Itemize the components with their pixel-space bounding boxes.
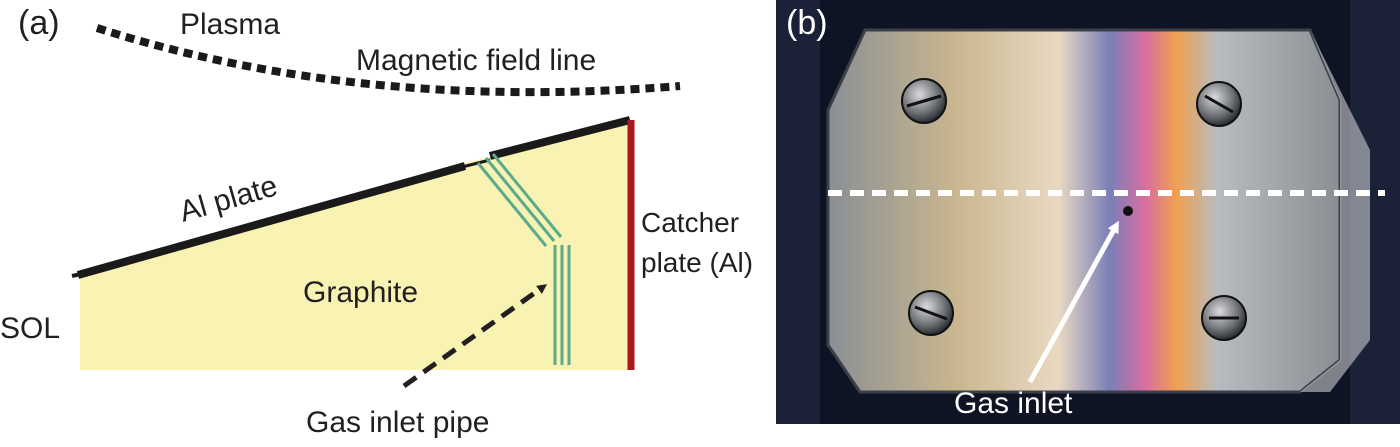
gas-inlet-hole — [1123, 206, 1133, 216]
catcher-label-line1: Catcher — [641, 207, 739, 238]
screw-top-right — [1196, 81, 1242, 127]
screw-bottom-right — [1201, 295, 1247, 341]
graphite-body — [80, 120, 630, 370]
al-plate-upper — [489, 116, 631, 160]
panel-a-label: (a) — [18, 4, 60, 42]
screw-top-left — [901, 78, 947, 124]
magnetic-field-line — [95, 24, 681, 97]
panel-a: (a) Plasma Magnetic field line Al plate … — [0, 4, 753, 439]
al-plate — [76, 162, 467, 279]
graphite-label: Graphite — [303, 276, 418, 309]
gas-inlet-pipe-label: Gas inlet pipe — [306, 406, 489, 439]
metal-plate-bevel-right — [1300, 30, 1370, 392]
al-plate-step — [461, 158, 491, 169]
pipe-pointer-arrow — [402, 284, 548, 389]
plasma-label: Plasma — [180, 8, 280, 41]
panel-b: (b) Gas inlet — [776, 0, 1400, 424]
gas-inlet-pipe — [476, 153, 571, 365]
al-plate-lip — [71, 270, 91, 278]
photo-side-left — [776, 0, 820, 424]
magnetic-field-line-label: Magnetic field line — [356, 44, 596, 77]
gas-inlet-label: Gas inlet — [954, 387, 1073, 420]
sol-label: SOL — [0, 312, 60, 345]
screw-bottom-left — [908, 290, 954, 336]
panel-b-label: (b) — [786, 4, 828, 42]
inlet-pointer-arrow — [1027, 220, 1119, 384]
metal-plate — [826, 28, 1342, 394]
catcher-label-line2: plate (Al) — [641, 247, 753, 278]
